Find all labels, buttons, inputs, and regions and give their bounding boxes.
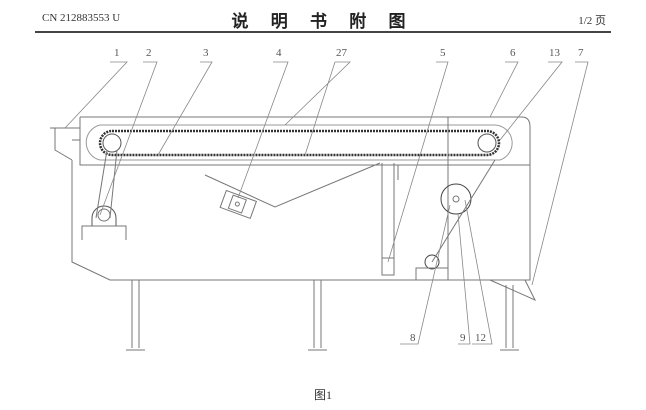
label-6: 6 (510, 47, 516, 59)
machine-body (71, 116, 531, 281)
lower-motor (424, 254, 440, 270)
drive-motor (91, 205, 117, 227)
conveyor-belt (98, 129, 501, 157)
label-3: 3 (203, 47, 209, 59)
left-pulley (102, 133, 122, 153)
label-5: 5 (440, 47, 446, 59)
label-8: 8 (410, 332, 416, 344)
label-1: 1 (114, 47, 120, 59)
label-13: 13 (549, 47, 561, 59)
label-2: 2 (146, 47, 152, 59)
figure-caption: 图1 (313, 388, 332, 402)
header-rule (35, 31, 611, 33)
label-9: 9 (460, 332, 466, 344)
right-pulley (477, 133, 497, 153)
page-title: 说 明 书 附 图 (231, 12, 415, 31)
legs (126, 280, 519, 351)
label-12: 12 (475, 332, 486, 344)
label-7: 7 (578, 47, 584, 59)
vibrator-motor (219, 189, 258, 219)
label-4: 4 (276, 47, 282, 59)
patent-number: CN 212883553 U (42, 12, 121, 24)
page-number: 1/2 页 (578, 15, 606, 27)
label-27: 27 (336, 47, 348, 59)
